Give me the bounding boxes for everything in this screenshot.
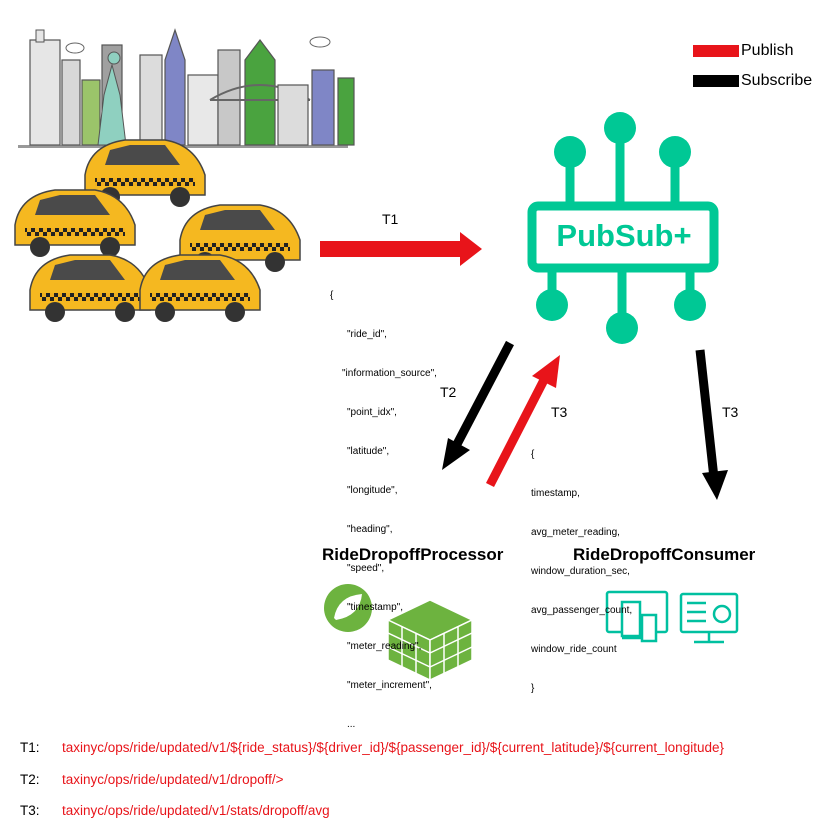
payload-line: avg_passenger_count, [531,605,633,616]
topic-value: taxinyc/ops/ride/updated/v1/stats/dropof… [62,803,330,818]
publish-arrow-t3 [485,355,560,488]
legend-subscribe-label: Subscribe [741,72,813,89]
payload-line: "point_idx", [347,407,397,418]
topic-value: taxinyc/ops/ride/updated/v1/${ride_statu… [62,740,724,755]
dashboard-icon [679,592,739,644]
payload-line: "information_source", [342,368,437,379]
legend-publish-swatch [693,45,739,57]
topic-row-t2: T2: taxinyc/ops/ride/updated/v1/dropoff/> [20,772,284,787]
cube-grid-icon [386,599,474,682]
payload-line: "heading", [347,524,393,535]
taxi-fleet-illustration [14,139,301,322]
legend-subscribe-swatch [693,75,739,87]
payload-line: timestamp, [531,488,580,499]
topic-value: taxinyc/ops/ride/updated/v1/dropoff/> [62,772,284,787]
payload-line: avg_meter_reading, [531,527,620,538]
payload-line: } [531,683,535,694]
t1-payload: { "ride_id", "information_source", "poin… [330,263,437,744]
processor-title: RideDropoffProcessor [322,545,504,564]
t3-payload: { timestamp, avg_meter_reading, window_d… [531,422,632,708]
payload-line: "ride_id", [347,329,387,340]
payload-line: "latitude", [347,446,390,457]
payload-line: ... [347,719,356,730]
topic-key: T3: [20,803,40,818]
city-skyline-illustration [18,28,355,148]
legend-publish-label: Publish [741,42,794,59]
broker-label: PubSub+ [556,218,692,253]
subscribe-arrow-t2 [442,340,514,470]
arrow-label-t3-processor: T3 [551,404,568,420]
payload-line: "meter_increment", [347,680,432,691]
payload-line: window_duration_sec, [531,566,630,577]
topic-key: T1: [20,740,40,755]
payload-line: "longitude", [347,485,398,496]
arrow-label-t3-consumer: T3 [722,404,739,420]
payload-line: { [531,449,535,460]
topic-key: T2: [20,772,40,787]
devices-icon [605,590,669,643]
topic-row-t1: T1: taxinyc/ops/ride/updated/v1/${ride_st… [20,740,724,755]
payload-line: "timestamp", [347,602,404,613]
subscribe-arrow-t3-consumer [695,349,728,500]
payload-line: "speed", [347,563,385,574]
payload-line: "meter_reading", [347,641,422,652]
spring-leaf-icon [324,584,372,632]
pubsub-broker-icon [527,112,719,344]
arrow-label-t2: T2 [440,384,457,400]
publish-arrow-t1 [320,232,482,266]
topic-row-t3: T3: taxinyc/ops/ride/updated/v1/stats/dro… [20,803,330,818]
payload-line: { [330,290,334,301]
consumer-title: RideDropoffConsumer [573,545,756,564]
payload-line: window_ride_count [531,644,617,655]
arrow-label-t1: T1 [382,211,399,227]
